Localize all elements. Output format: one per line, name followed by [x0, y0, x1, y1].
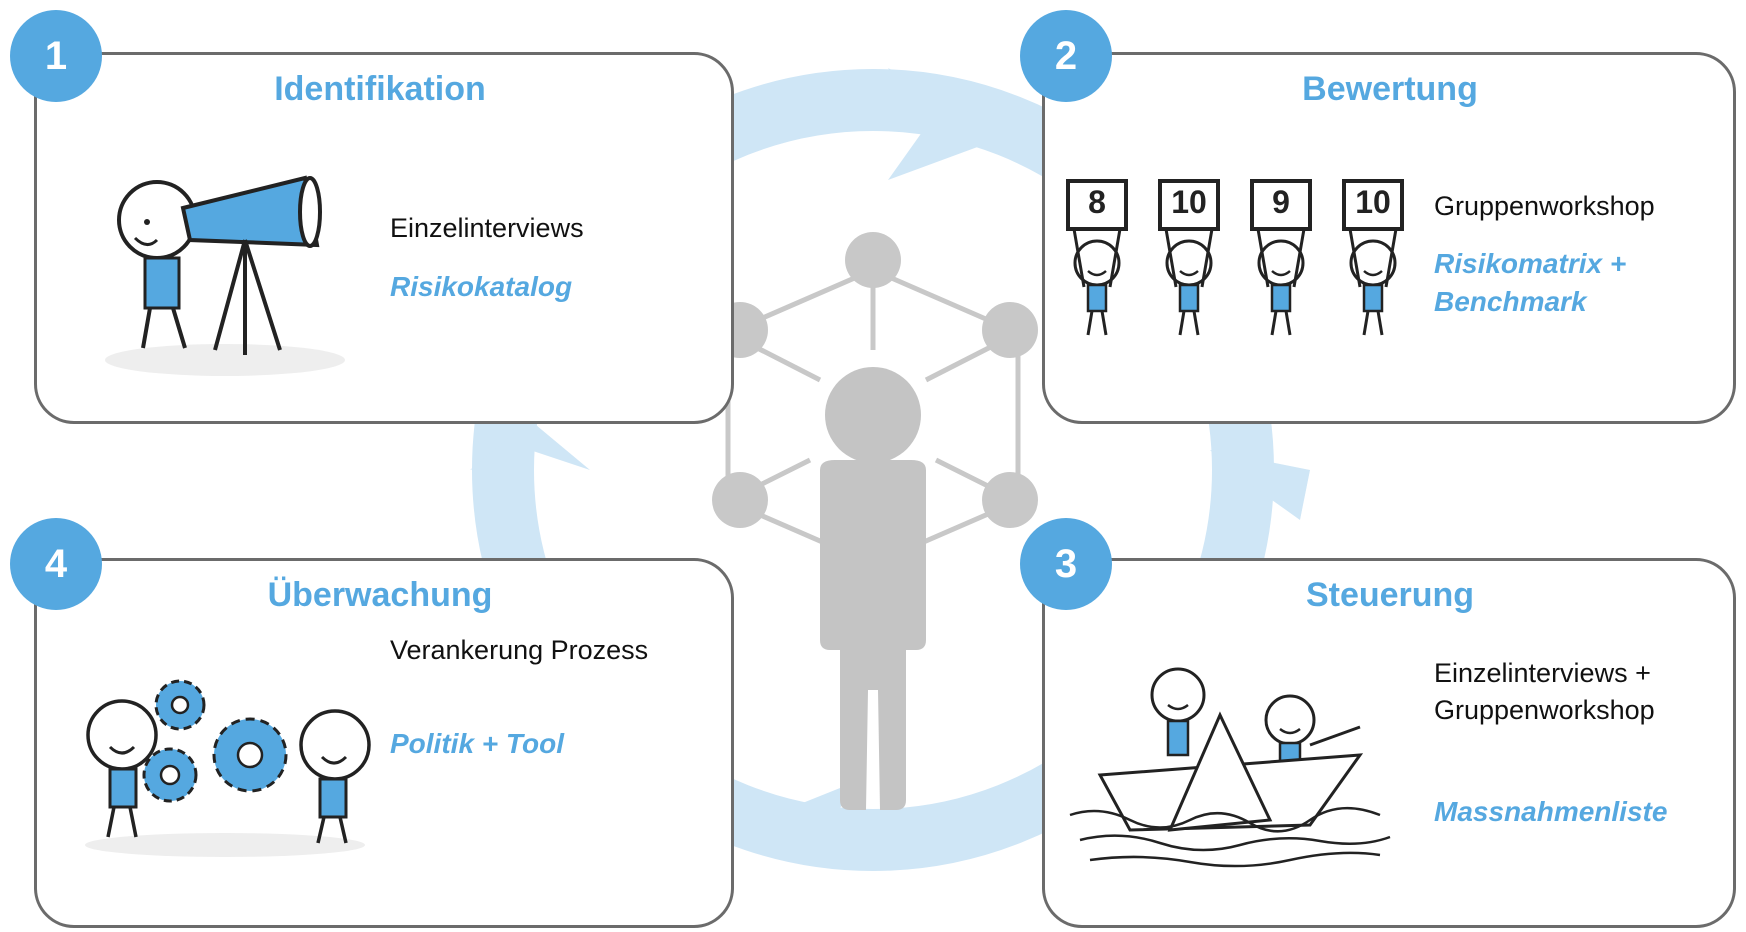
- paper-boat-figures-icon: [1069, 667, 1391, 868]
- cycle-arrow-top: [888, 68, 1010, 180]
- score-card-label: 10: [1171, 184, 1207, 220]
- step-number-badge: 3: [1020, 518, 1112, 610]
- step-method: Einzelinterviews + Gruppenworkshop: [1434, 658, 1655, 725]
- step-title: Bewertung: [1302, 70, 1478, 108]
- step-title: Überwachung: [267, 576, 493, 614]
- step-method: Verankerung Prozess: [390, 635, 649, 665]
- step-output: Risikokatalog: [390, 271, 573, 302]
- score-cards-figures-icon: [1066, 179, 1404, 337]
- step-output: Risikomatrix + Benchmark: [1434, 248, 1627, 317]
- step-method: Einzelinterviews: [390, 213, 584, 243]
- step-output: Massnahmenliste: [1434, 796, 1668, 827]
- score-card-label: 9: [1272, 184, 1290, 220]
- score-card-label: 8: [1088, 184, 1106, 220]
- telescope-figure-icon: [105, 175, 345, 376]
- step-number-badge: 2: [1020, 10, 1112, 102]
- step-number-badge: 4: [10, 518, 102, 610]
- step-title: Steuerung: [1305, 576, 1475, 614]
- cycle-arrow-right: [1210, 450, 1310, 520]
- step-method: Gruppenworkshop: [1434, 191, 1655, 221]
- step-number-badge: 1: [10, 10, 102, 102]
- step-card-bewertung: [1042, 52, 1736, 424]
- cycle-arrow-left: [470, 420, 590, 470]
- step-title: Identifikation: [274, 70, 486, 108]
- score-card-label: 10: [1355, 184, 1391, 220]
- gears-figures-icon: [85, 679, 371, 857]
- cycle-arrow-bottom: [760, 780, 860, 870]
- step-card-steuerung: [1042, 558, 1736, 928]
- step-output: Politik + Tool: [390, 728, 564, 759]
